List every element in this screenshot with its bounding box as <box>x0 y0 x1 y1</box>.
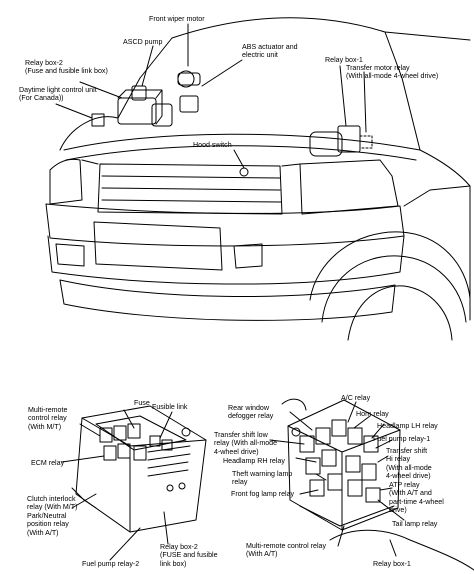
label-hood-switch: Hood switch <box>193 141 232 149</box>
label-fuel-pump-relay-2: Fuel pump relay-2 <box>82 560 140 568</box>
label-atp-relay: ATP relay (With A/T and part-time 4-whee… <box>389 481 444 515</box>
label-multi-remote-control-relay-at: Multi-remote control relay (With A/T) <box>246 542 327 559</box>
label-transfer-shift-hi-relay: Transfer shift Hi relay (With all-mode 4… <box>386 447 432 481</box>
leader-lines-top <box>55 23 367 169</box>
label-headlamp-lh-relay: Headlamp LH relay <box>377 422 438 430</box>
label-ac-relay: A/C relay <box>341 394 371 402</box>
label-tail-lamp-relay: Tail lamp relay <box>392 520 438 528</box>
label-relay-box-2-bottom: Relay box-2 (FUSE and fusible link box) <box>160 543 218 568</box>
label-front-fog-lamp-relay: Front fog lamp relay <box>231 490 295 498</box>
engine-bay-components <box>91 70 373 177</box>
label-theft-warning-lamp-relay: Theft warning lamp relay <box>232 470 293 487</box>
label-transfer-motor-relay: Transfer motor relay (With all-mode 4-wh… <box>346 64 439 81</box>
relay-box-2-drawing <box>61 405 207 561</box>
label-relay-box-2-top: Relay box-2 (Fuse and fusible link box) <box>25 59 108 76</box>
label-headlamp-rh-relay: Headlamp RH relay <box>223 457 285 465</box>
label-multi-remote-control-relay-mt: Multi-remote control relay (With M/T) <box>28 406 68 431</box>
label-front-wiper-motor: Front wiper motor <box>149 15 205 23</box>
label-fuse: Fuse <box>134 399 150 407</box>
relay-box-1-drawing <box>269 398 474 571</box>
label-transfer-shift-low-relay: Transfer shift low relay (With all-mode … <box>214 431 278 456</box>
label-fusible-link: Fusible link <box>152 403 188 411</box>
label-daytime-light-control-unit: Daytime light control unit (For Canada)) <box>19 86 97 103</box>
label-clutch-interlock-relay: Clutch interlock relay (With M/T) Park/N… <box>27 495 78 537</box>
label-ascd-pump: ASCD pump <box>123 38 163 46</box>
label-rear-window-defogger-relay: Rear window defogger relay <box>228 404 274 421</box>
label-ecm-relay: ECM relay <box>31 459 65 467</box>
label-relay-box-1-top: Relay box-1 <box>325 56 363 64</box>
vehicle-outline <box>45 17 471 341</box>
label-relay-box-1-bottom: Relay box-1 <box>373 560 411 568</box>
label-abs-actuator: ABS actuator and electric unit <box>242 43 298 60</box>
label-fuel-pump-relay-1: Fuel pump relay-1 <box>373 435 431 443</box>
label-horn-relay: Horn relay <box>356 410 389 418</box>
